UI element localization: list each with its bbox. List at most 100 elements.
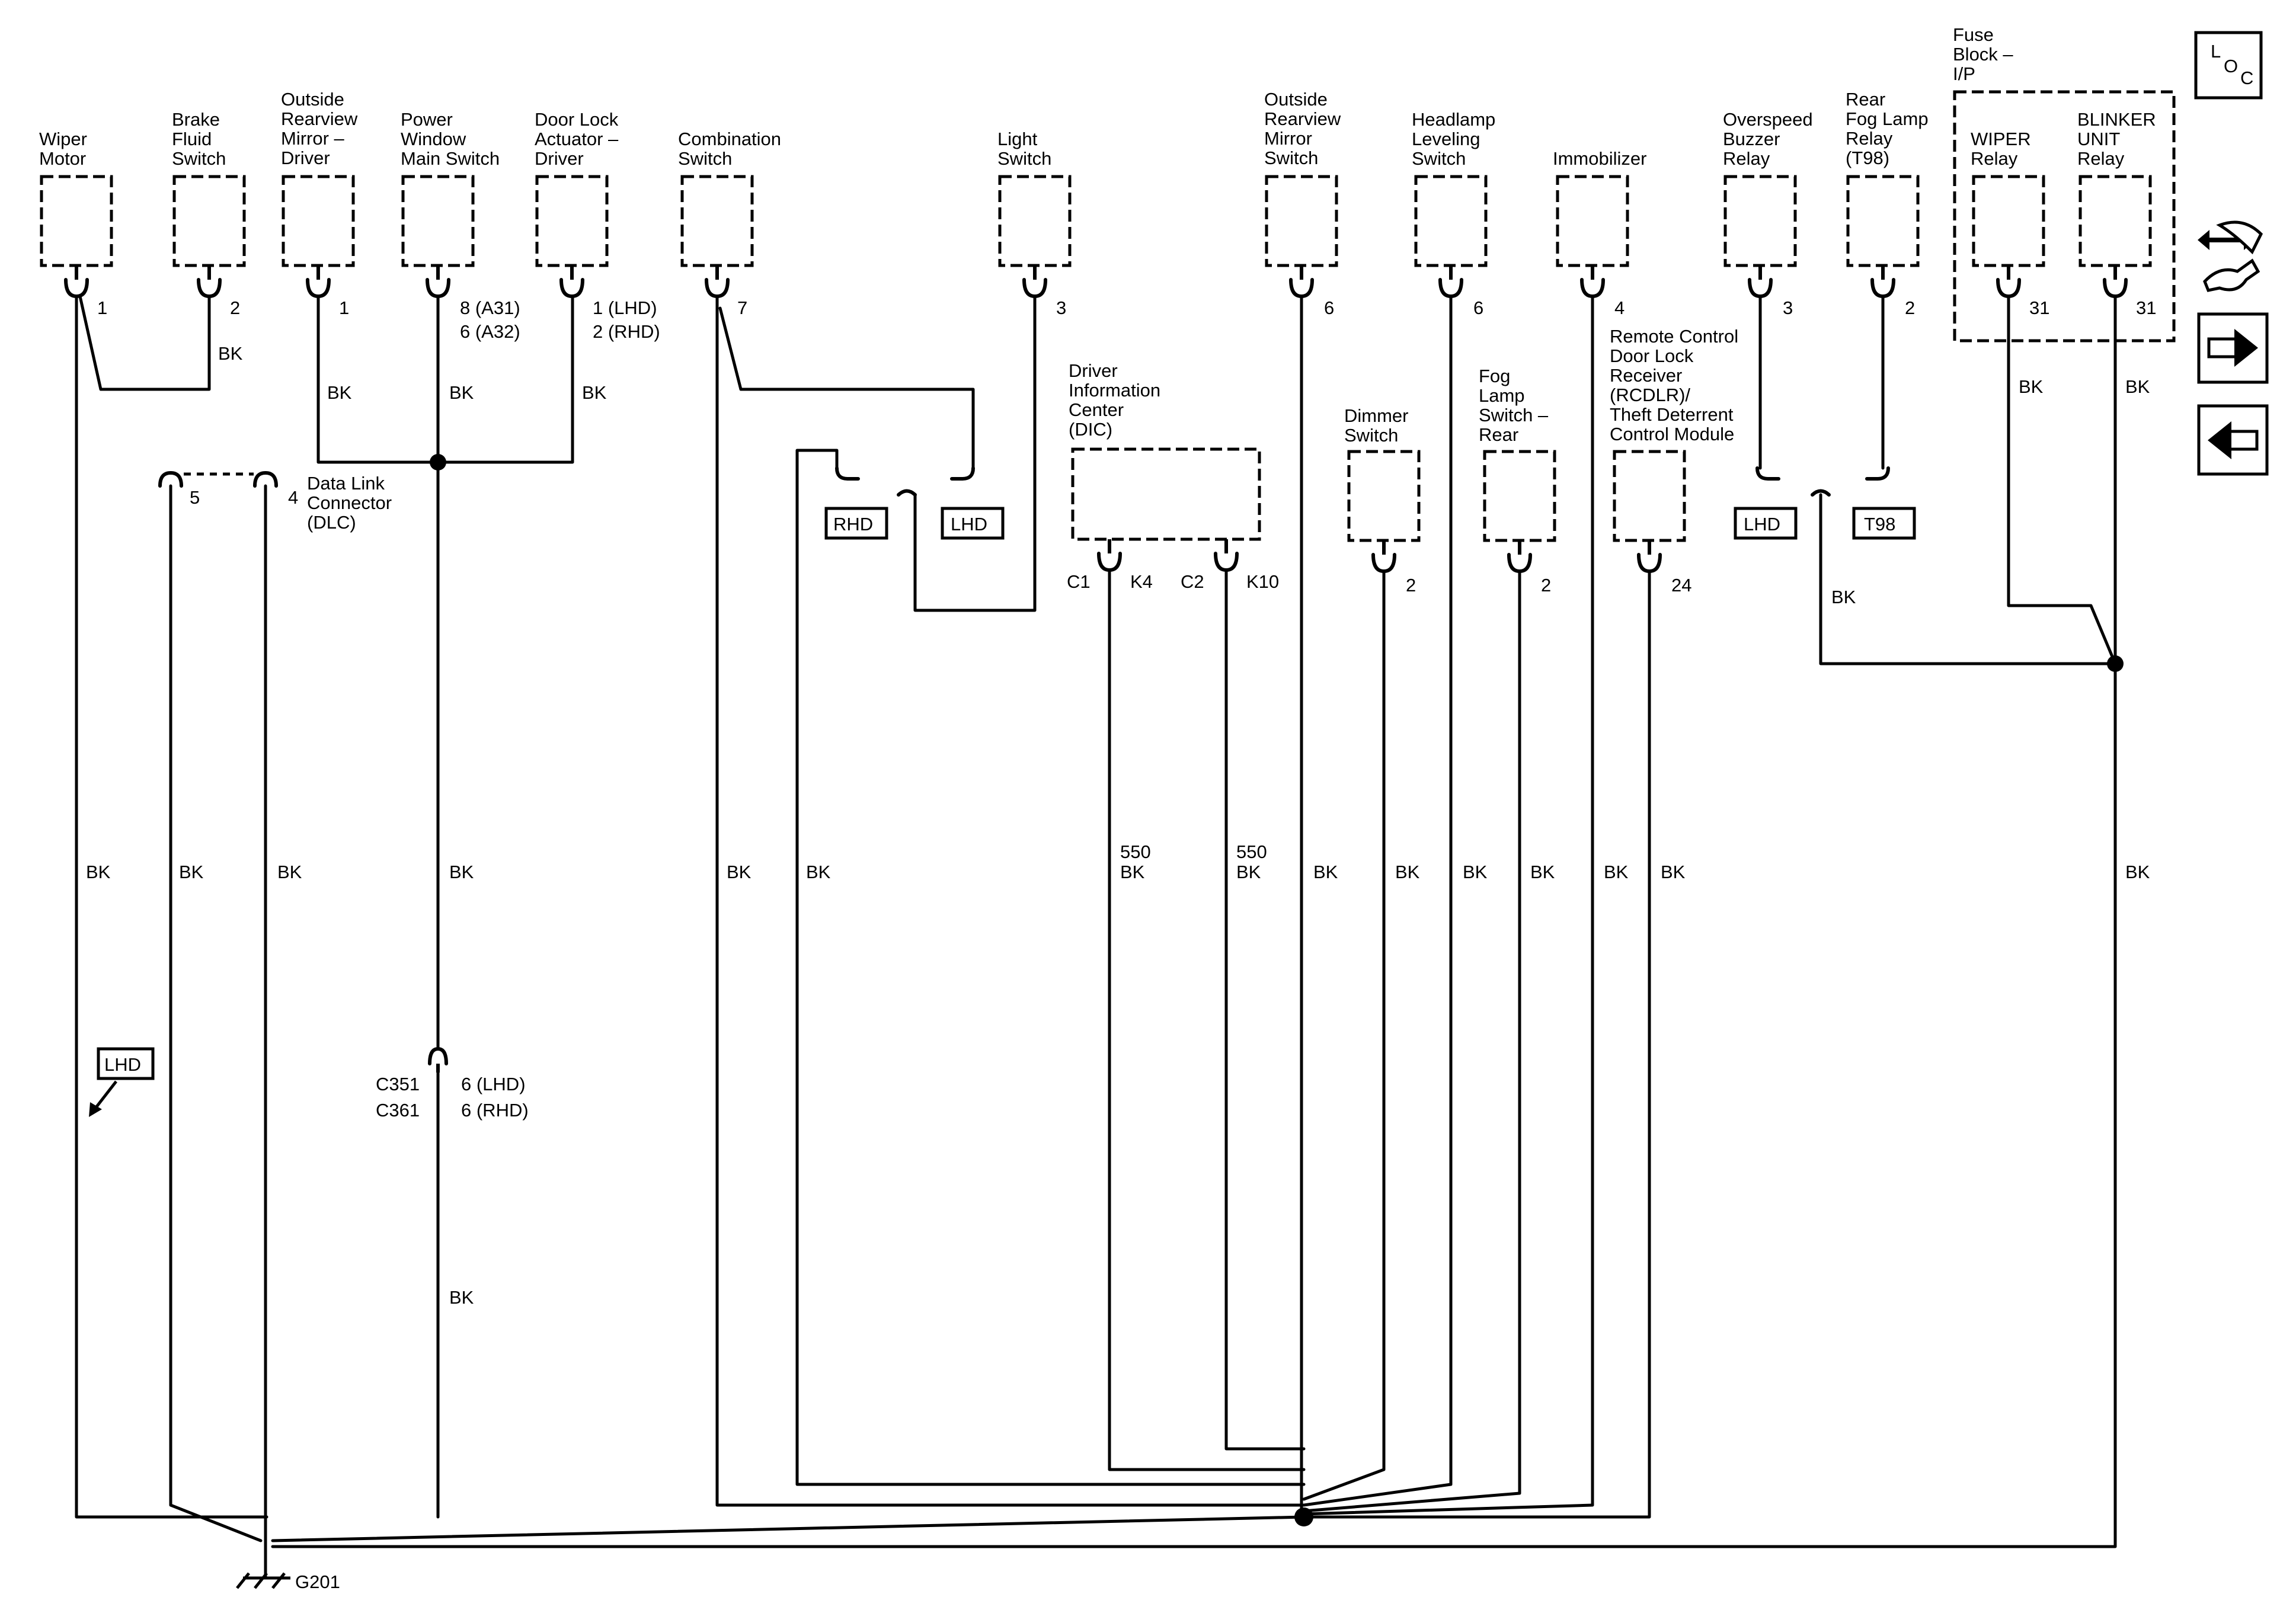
pin-power-window: 8 (A31)6 (A32) [460,297,520,342]
fuse-block-box [1953,90,2176,343]
loc-icon[interactable]: L O C [2194,31,2263,100]
connector-pins [64,265,2128,1073]
pin-dlc-4: 4 [288,487,298,508]
wire-label-headlamp: BK [1463,862,1488,882]
component-locator-icon[interactable] [2198,220,2263,292]
previous-page-button[interactable] [2197,404,2269,476]
wire-label-dic-c2: BK [1236,862,1261,882]
wiper-motor-box [40,175,113,267]
pin-overspeed: 3 [1783,297,1793,318]
power-window-switch-box [401,175,475,267]
blinker-pin [2103,265,2128,299]
wire-rcdlr [1302,569,1651,1519]
wire-label-power-window-mid: BK [449,862,474,882]
wire-label-wiper-relay: BK [2019,376,2044,397]
wire-label-power-window-top: BK [449,382,474,403]
headlamp-leveling-switch-box [1414,175,1488,267]
svg-text:L: L [2211,41,2221,62]
wire-label-dic-c1-num: 550 [1120,841,1151,862]
wire-relay-splice [1819,493,2117,665]
pin-mirror-switch: 6 [1324,297,1334,318]
wire-brake-fluid [78,295,211,391]
brake-fluid-switch-box [172,175,246,267]
power-window-pin [426,265,450,299]
mirror-driver-pin [306,265,331,299]
headlamp-pin [1438,265,1463,299]
wire-label-fog-switch: BK [1530,862,1555,882]
wire-label-door-lock: BK [582,382,607,403]
wire-combination [715,295,1306,1507]
dic-box [1071,447,1261,541]
wire-label-blinker-low: BK [2125,862,2150,882]
splice-dots [430,454,2124,1526]
door-lock-actuator-box [535,175,609,267]
fog-switch-pin [1507,540,1532,574]
lhd-arrow-icon [89,1080,117,1117]
ground-symbol: G201 [236,1571,340,1592]
arrow-right-icon [2207,329,2258,367]
overspeed-buzzer-relay-box [1723,175,1797,267]
wire-label-rhd-branch: BK [806,862,831,882]
wire-label-dlc-5: BK [179,862,204,882]
wire-label-power-window-low: BK [449,1287,474,1308]
immobilizer-pin [1580,265,1605,299]
pin-dimmer: 2 [1406,575,1416,596]
brake-fluid-pin [197,265,222,299]
next-page-button[interactable] [2197,312,2269,384]
ground-label: G201 [295,1571,340,1592]
door-lock-pin [559,265,584,299]
pin-labels: 1 2 1 8 (A31)6 (A32) 1 (LHD)2 (RHD) 7 3 … [97,297,2156,1121]
svg-text:T98: T98 [1864,514,1895,534]
wire-label-wiper-motor: BK [86,862,111,882]
option-lhd-wiper: LHD [97,1047,155,1080]
pin-mirror-driver: 1 [339,297,349,318]
dimmer-pin [1371,540,1396,574]
wire-dic-c2 [1224,568,1306,1451]
pin-rcdlr: 24 [1671,575,1691,596]
wire-label-combination: BK [727,862,752,882]
wire-label-dimmer: BK [1395,862,1420,882]
pin-combination: 7 [737,297,747,318]
svg-text:LHD: LHD [1744,514,1780,534]
relay-option-splice [1755,466,1890,497]
svg-text:C: C [2240,68,2253,88]
wire-label-dlc-4: BK [277,862,302,882]
pin-brake-fluid: 2 [230,297,240,318]
pin-light: 3 [1056,297,1066,318]
pin-headlamp: 6 [1473,297,1483,318]
wire-fog-switch [1302,569,1521,1513]
mirror-switch-pin [1289,265,1314,299]
option-boxes: RHD LHD LHD T98 LHD [89,507,1916,1117]
pin-dlc-5: 5 [190,487,200,508]
pin-dic-k4: K4 [1130,571,1153,592]
wire-color-labels: BK BK BK BK BK BK BK BK BK BK BK 550 BK … [86,343,2150,1308]
svg-text:O: O [2224,56,2238,76]
wire-label-brake: BK [218,343,243,364]
option-lhd-relay: LHD [1734,507,1798,540]
fog-lamp-switch-rear-box [1483,450,1556,542]
wire-label-rcdlr: BK [1661,862,1686,882]
overspeed-pin [1748,265,1773,299]
arrow-left-icon [2208,421,2259,459]
wiper-relay-box [1972,175,2045,267]
wire-label-blinker: BK [2125,376,2150,397]
dic-c2-pin [1214,539,1239,572]
rcdlr-pin [1637,540,1662,574]
pin-dic-c1: C1 [1067,571,1091,592]
svg-text:RHD: RHD [833,514,873,534]
